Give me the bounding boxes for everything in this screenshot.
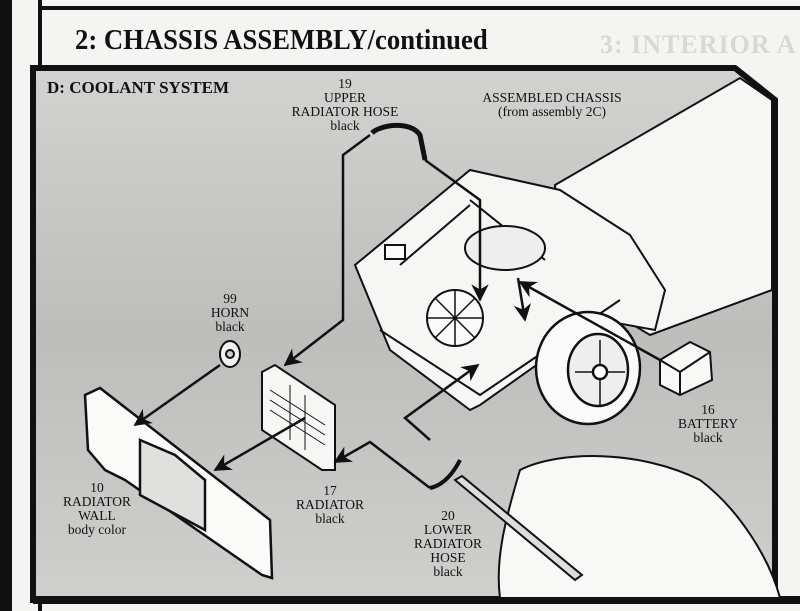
part-name: RADIATOR <box>62 494 132 509</box>
part-name: HOSE <box>430 550 466 565</box>
part-name: RADIATOR <box>295 497 365 512</box>
part-name: HORN <box>210 305 250 320</box>
part-name: BATTERY <box>677 416 739 431</box>
part-number: 19 <box>338 76 352 91</box>
part-number: 20 <box>441 508 455 523</box>
page-title: 2: CHASSIS ASSEMBLY/continued <box>75 24 488 56</box>
part-number: 99 <box>223 291 237 306</box>
callout-battery: 16 BATTERY black <box>678 403 738 445</box>
part-note: (from assembly 2C) <box>498 104 606 119</box>
part-color: body color <box>67 522 127 537</box>
assembled-chassis <box>353 76 773 412</box>
callout-assembled-chassis: ASSEMBLED CHASSIS (from assembly 2C) <box>482 91 621 119</box>
horn <box>219 340 241 368</box>
part-name: ASSEMBLED CHASSIS <box>482 90 622 105</box>
radiator-wall <box>83 386 274 580</box>
radiator <box>261 363 336 471</box>
callout-lower-radiator-hose: 20 LOWER RADIATOR HOSE black <box>414 509 482 579</box>
part-number: 17 <box>323 483 337 498</box>
part-name: RADIATOR HOSE <box>291 104 399 119</box>
battery <box>659 340 714 397</box>
bottom-frame-line <box>33 596 800 604</box>
part-number: 10 <box>90 480 104 495</box>
part-name: UPPER <box>323 90 367 105</box>
part-number: 16 <box>701 402 715 417</box>
part-color: black <box>315 511 345 526</box>
callout-upper-radiator-hose: 19 UPPER RADIATOR HOSE black <box>292 77 399 133</box>
leader-arrows <box>133 133 661 489</box>
part-color: black <box>433 564 463 579</box>
section-title: D: COOLANT SYSTEM <box>47 78 229 97</box>
callout-radiator-wall: 10 RADIATOR WALL body color <box>63 481 131 537</box>
part-color: black <box>330 118 360 133</box>
part-color: black <box>215 319 245 334</box>
part-color: black <box>693 430 723 445</box>
wheel <box>534 310 642 426</box>
callout-radiator: 17 RADIATOR black <box>296 484 364 526</box>
callout-horn: 99 HORN black <box>211 292 249 334</box>
faint-next-section-title: 3: INTERIOR A <box>600 30 797 59</box>
part-name: LOWER <box>423 522 472 537</box>
part-name: WALL <box>78 508 116 523</box>
hand-with-tweezers <box>429 455 782 599</box>
part-name: RADIATOR <box>413 536 483 551</box>
upper-hose <box>370 122 428 161</box>
page-edge-bar <box>0 0 12 611</box>
